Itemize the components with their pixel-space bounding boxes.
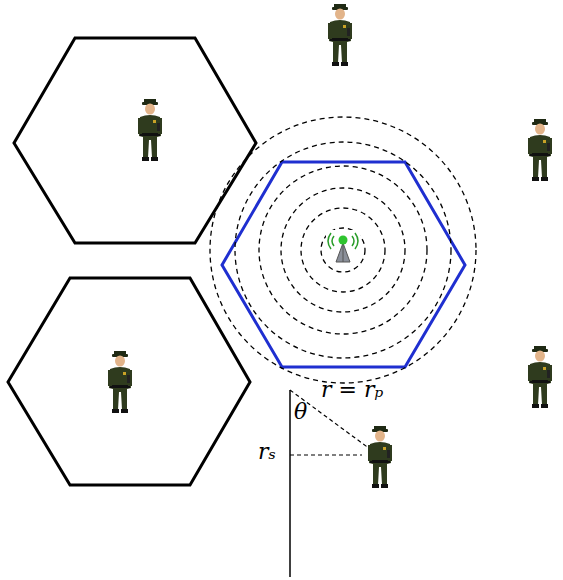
police-officer xyxy=(528,346,552,408)
police-officer xyxy=(108,351,132,413)
radius-label: r = rₚ xyxy=(321,378,383,402)
distance-label: rₛ xyxy=(258,440,276,464)
projection-line xyxy=(290,454,362,455)
coverage-rings xyxy=(210,117,476,383)
police-officer xyxy=(328,4,352,66)
police-officer xyxy=(138,99,162,161)
neighbor-cell xyxy=(8,278,250,485)
neighbor-cell xyxy=(14,38,256,243)
reference-axis xyxy=(289,390,291,577)
base-station-icon xyxy=(326,230,360,264)
serving-cell xyxy=(222,162,465,367)
police-officer xyxy=(368,426,392,488)
angle-label: θ xyxy=(294,400,307,424)
police-officer xyxy=(528,119,552,181)
